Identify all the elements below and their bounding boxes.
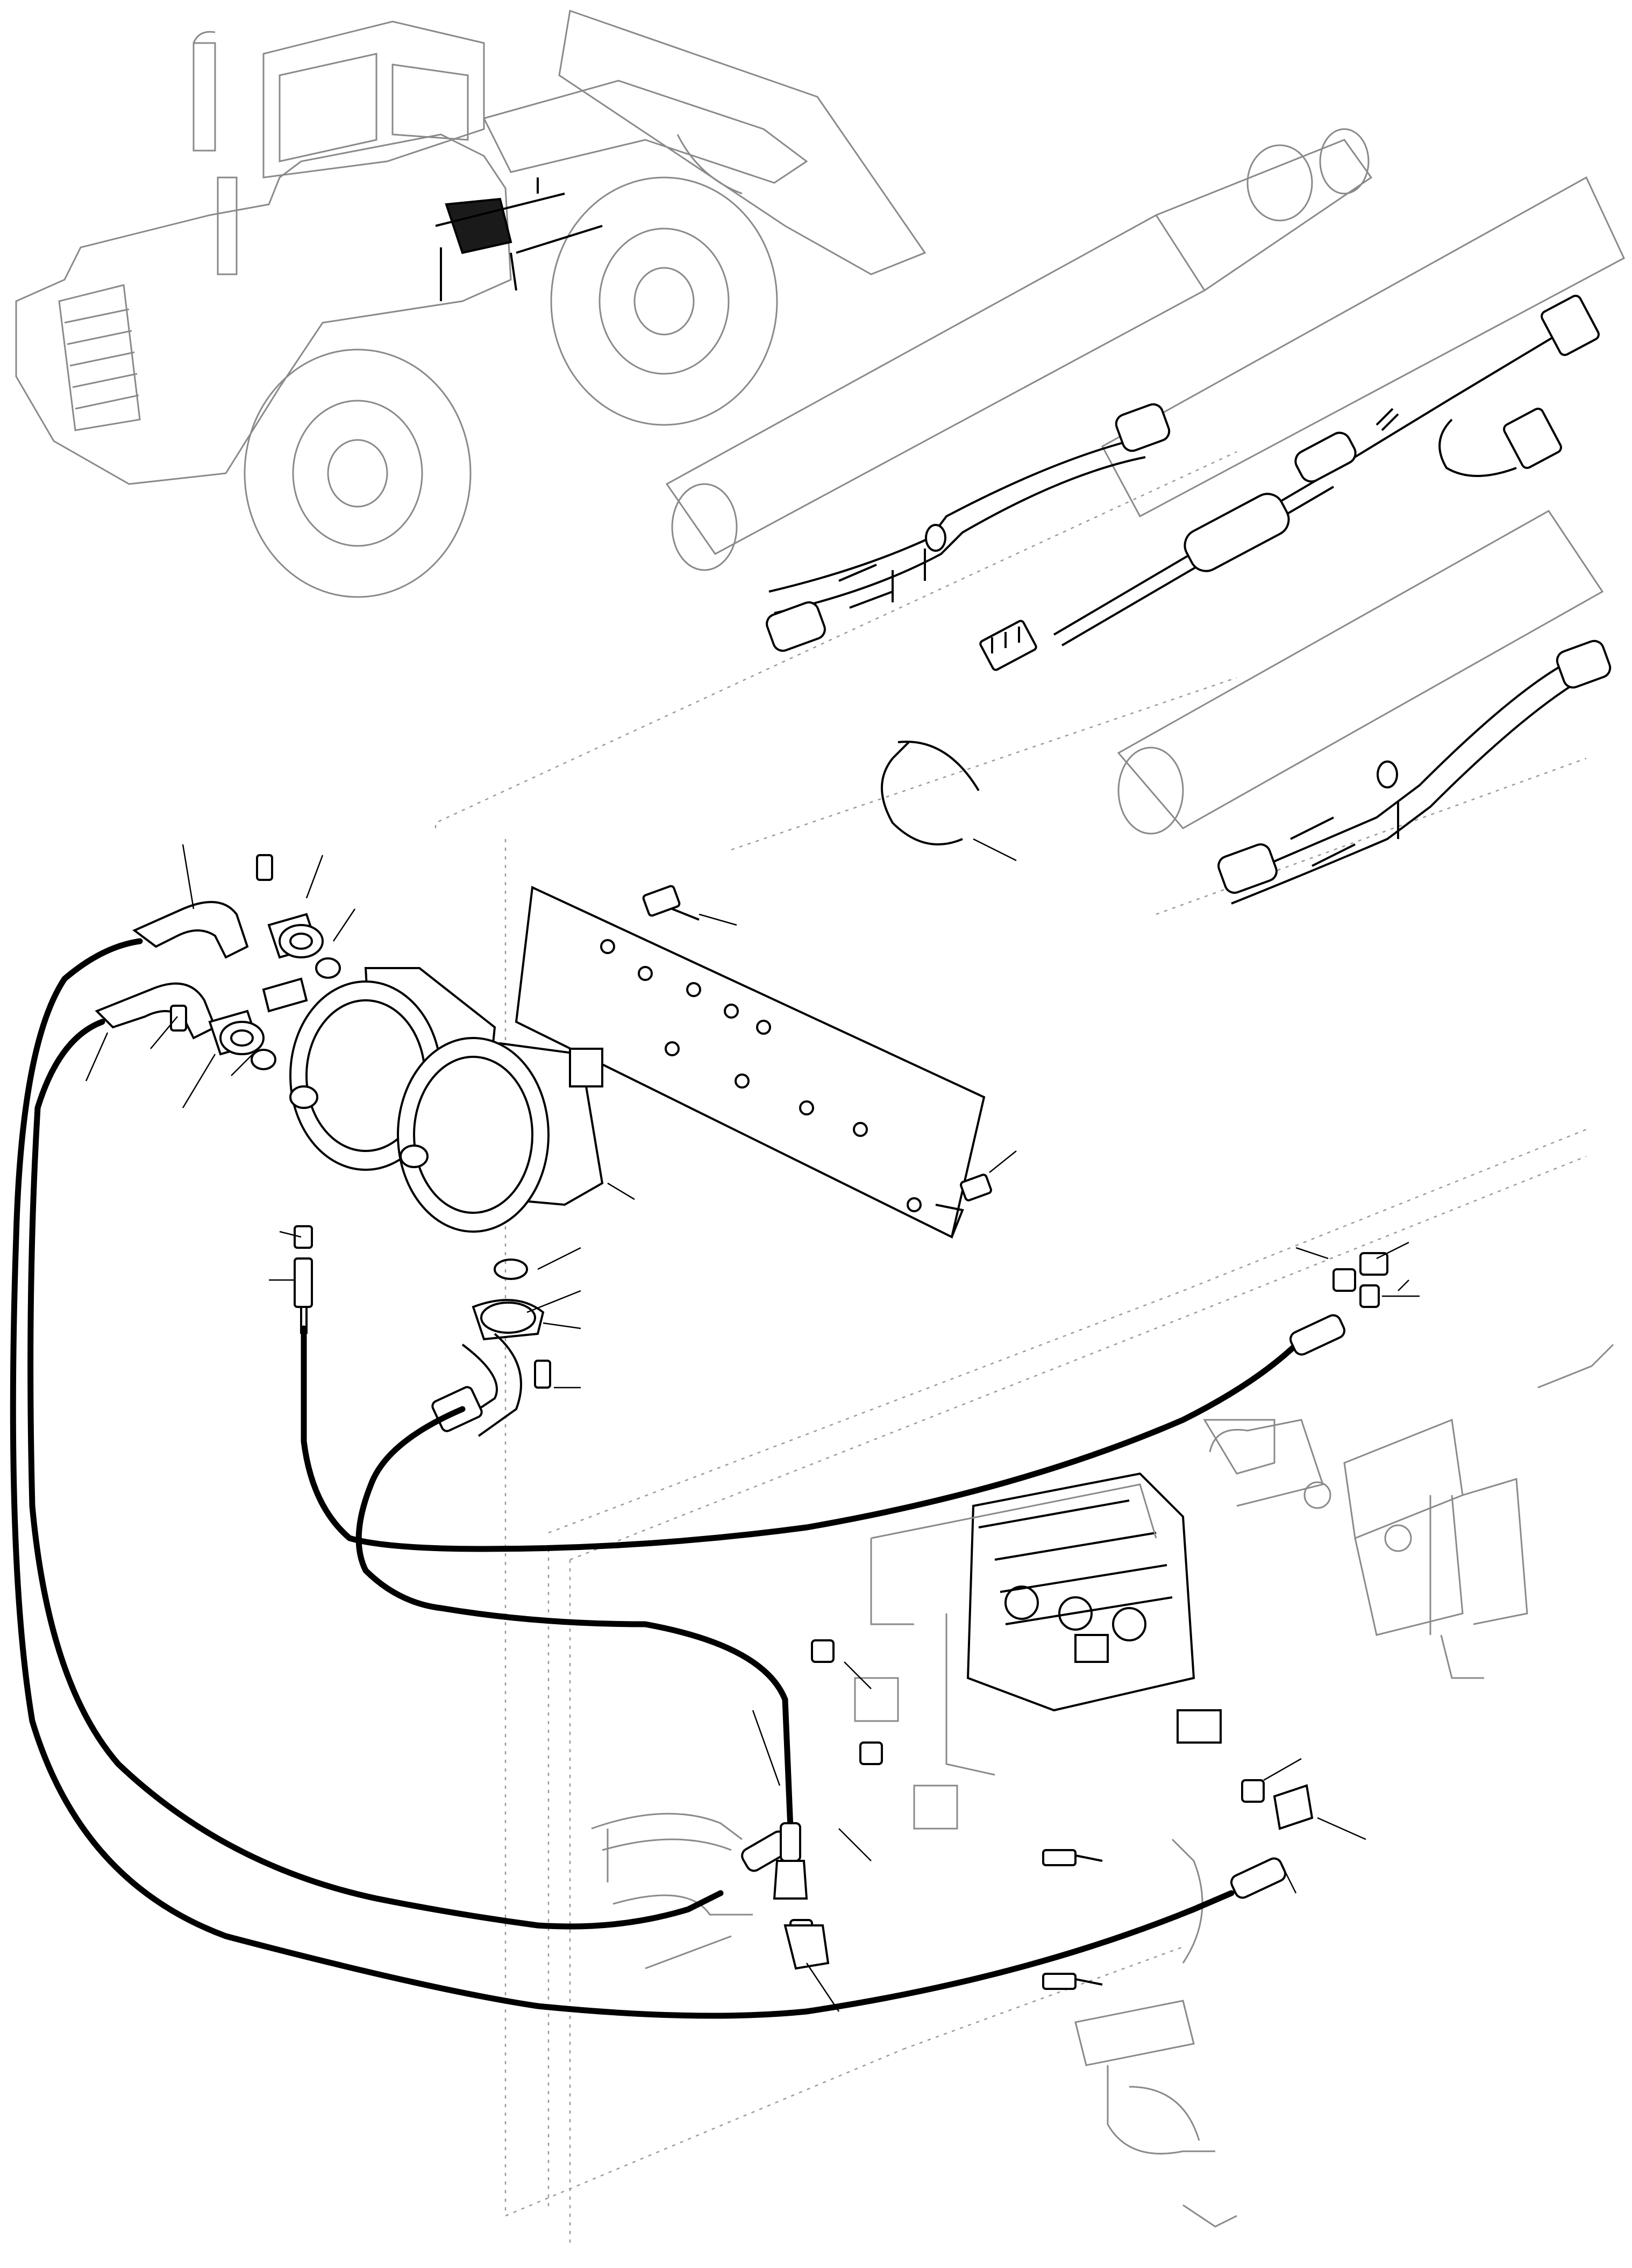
accumulator-icon bbox=[289, 967, 635, 1233]
lower-pipework bbox=[591, 1812, 1237, 2228]
bolt-icon bbox=[642, 885, 1017, 1201]
callout-leaders bbox=[85, 844, 1420, 2012]
hose-c bbox=[355, 1406, 794, 1832]
cylinder-hose-group-lower bbox=[1217, 639, 1612, 905]
highlighted-hoses bbox=[10, 938, 1315, 2019]
elbow-fitting-icon bbox=[294, 1225, 551, 1437]
cylinder-hose-group-upper bbox=[766, 403, 1171, 652]
o-ring-icon bbox=[251, 957, 528, 1280]
right-manifold bbox=[1203, 1252, 1614, 1679]
hose-b bbox=[27, 1019, 724, 1930]
bolt-icon-left bbox=[170, 854, 273, 1032]
hose-clamp-icon bbox=[881, 741, 1017, 862]
connector-icon bbox=[783, 1639, 1314, 1990]
hydraulic-cylinder-icon bbox=[665, 128, 1625, 835]
hose-end-fittings bbox=[741, 1314, 1346, 1900]
mounting-bracket-icon bbox=[515, 886, 986, 1239]
context-outlines bbox=[434, 451, 1587, 2248]
hose-d bbox=[301, 1325, 1315, 1552]
valve-block-icon bbox=[854, 1472, 1222, 1830]
wheel-loader-icon bbox=[15, 9, 927, 598]
highlighted-valve-locator bbox=[445, 197, 512, 254]
hose-a bbox=[10, 938, 1235, 2019]
split-flange-icon bbox=[95, 901, 324, 1056]
wiring-harness-icon bbox=[979, 295, 1600, 671]
